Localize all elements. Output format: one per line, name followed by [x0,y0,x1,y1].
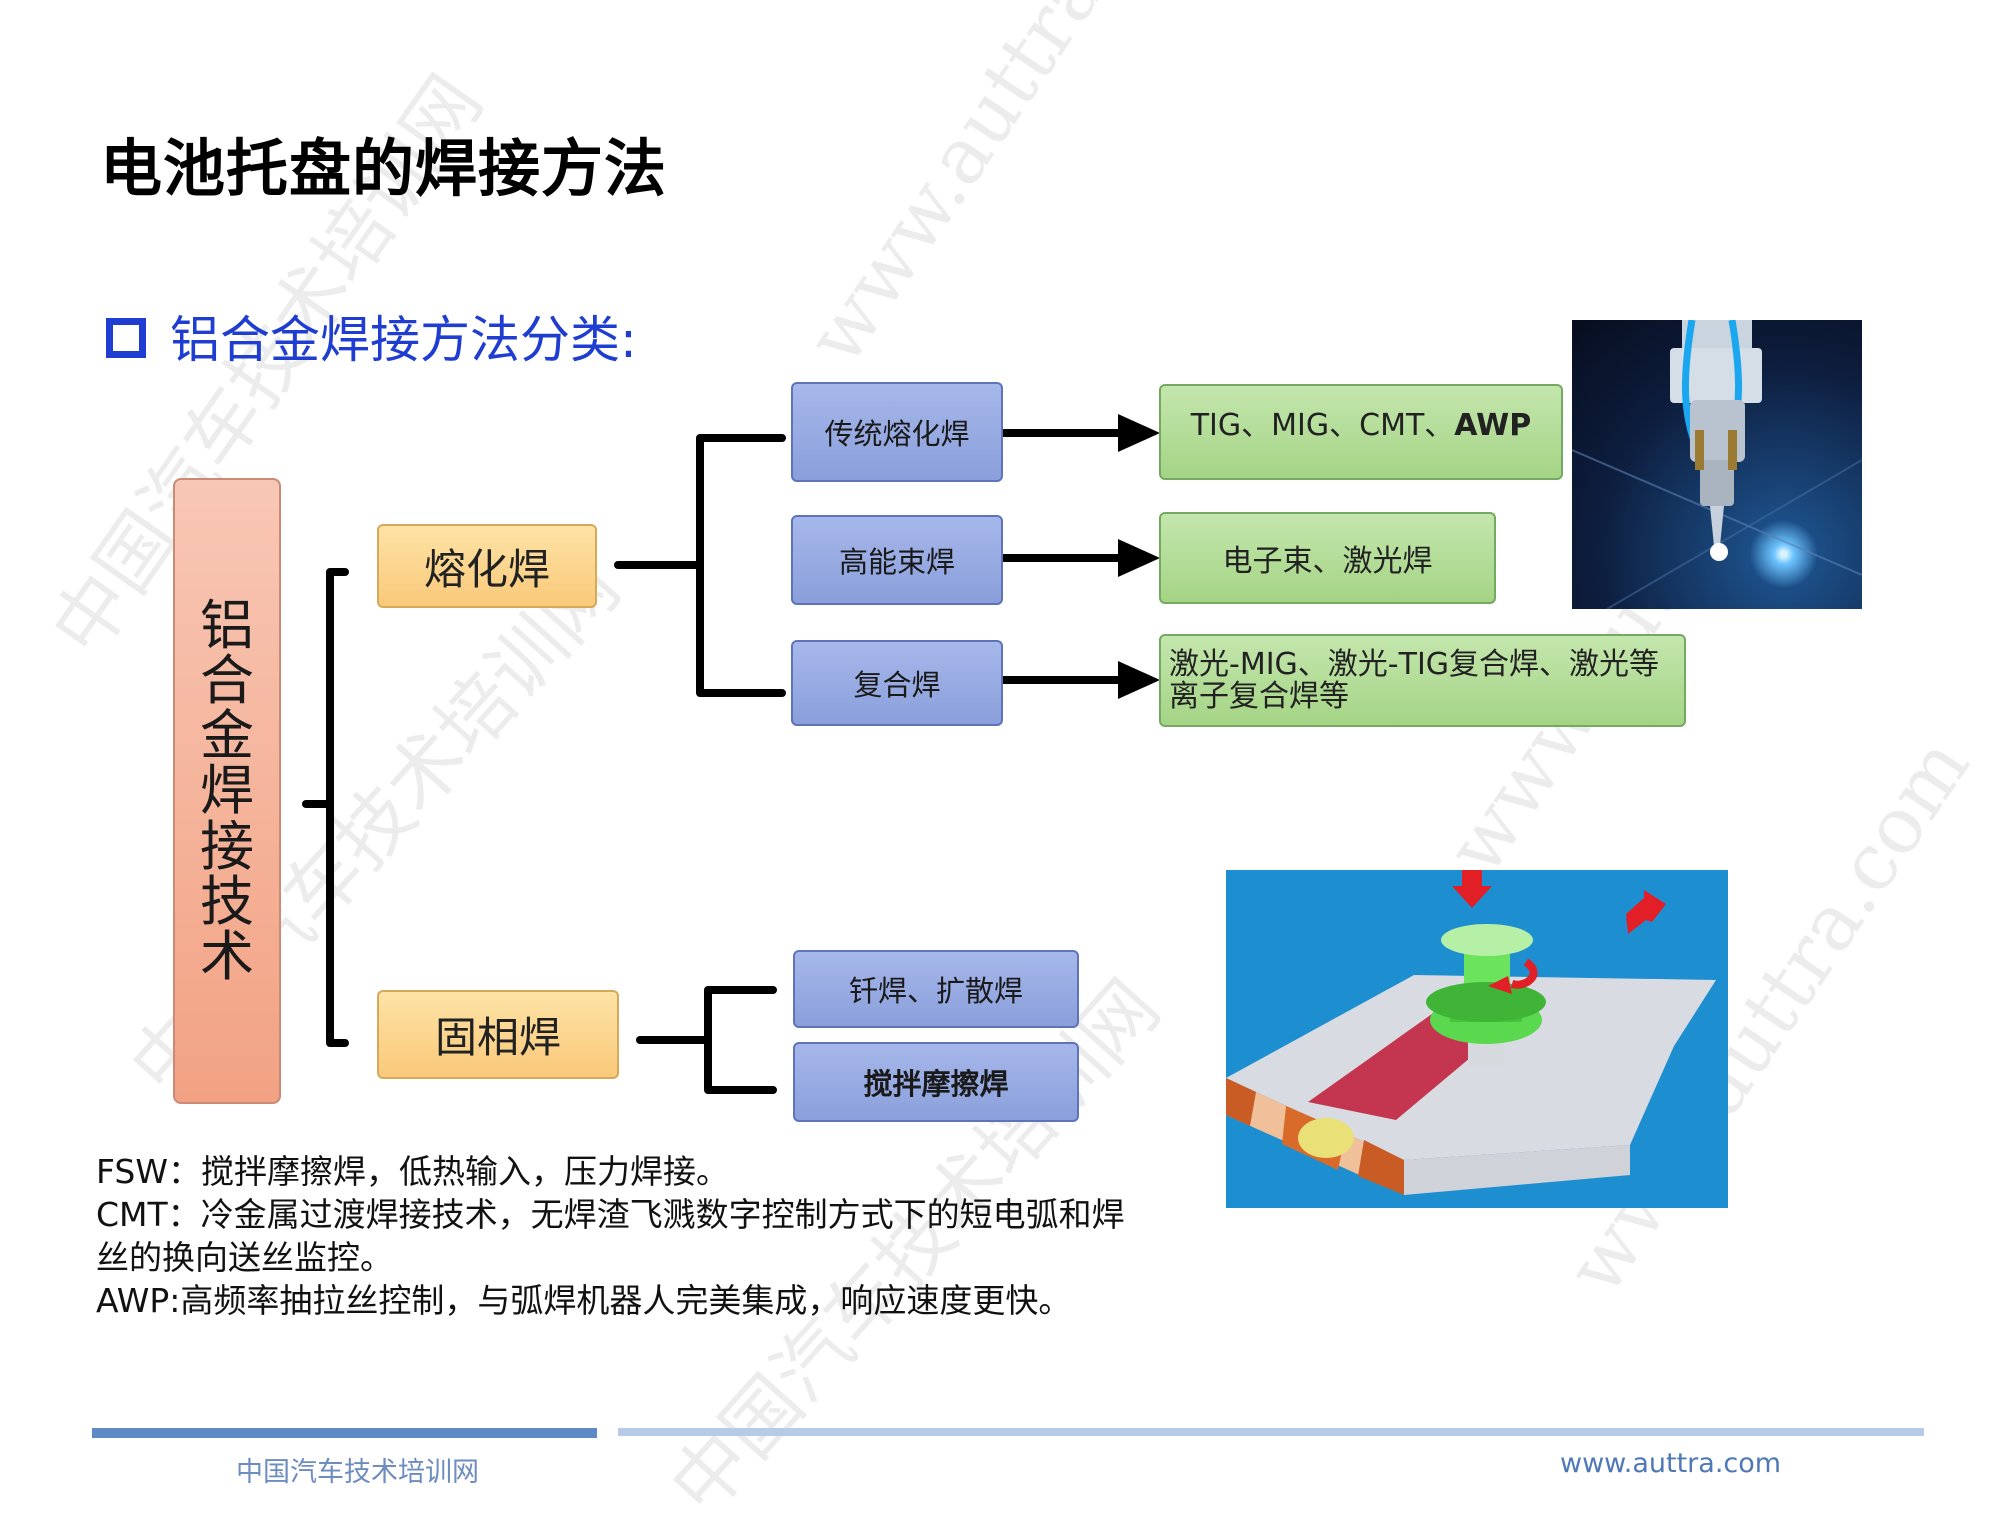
hybrid-result-node: 激光-MIG、激光-TIG复合焊、激光等离子复合焊等 [1159,634,1686,727]
hybrid-welding-label: 复合焊 [853,662,940,704]
hybrid-welding-node: 复合焊 [791,640,1003,726]
solid-state-welding-label: 固相焊 [435,1004,561,1065]
fusion-welding-label: 熔化焊 [424,536,550,597]
friction-stir-label: 搅拌摩擦焊 [863,1061,1008,1103]
traditional-result-awp: AWP [1454,408,1531,443]
brazing-diffusion-label: 钎焊、扩散焊 [849,968,1023,1010]
high-energy-result-node: 电子束、激光焊 [1159,512,1496,604]
arrow-head-1 [1118,414,1160,452]
footer-divider-left [92,1428,597,1438]
footer-url: www.auttra.com [1560,1448,1781,1479]
note-awp: AWP:高频率抽拉丝控制，与弧焊机器人完美集成，响应速度更快。 [96,1279,1136,1322]
root-node: 铝合金焊接技术 [173,478,281,1104]
high-energy-result-text: 电子束、激光焊 [1223,536,1433,580]
traditional-result-plain: TIG、MIG、CMT、 [1191,408,1455,443]
brazing-diffusion-node: 钎焊、扩散焊 [793,950,1079,1028]
friction-stir-node: 搅拌摩擦焊 [793,1042,1079,1122]
traditional-fusion-node: 传统熔化焊 [791,382,1003,482]
traditional-result-text: TIG、MIG、CMT、AWP [1191,400,1532,444]
note-cmt: CMT：冷金属过渡焊接技术，无焊渣飞溅数字控制方式下的短电弧和焊丝的换向送丝监控… [96,1193,1136,1279]
fusion-bracket [700,438,782,693]
solid-bracket [708,990,773,1090]
note-fsw: FSW：搅拌摩擦焊，低热输入，压力焊接。 [96,1150,1136,1193]
welding-torch-photo [1572,320,1862,609]
arrow-head-3 [1118,661,1160,699]
high-energy-beam-node: 高能束焊 [791,515,1003,605]
notes-block: FSW：搅拌摩擦焊，低热输入，压力焊接。 CMT：冷金属过渡焊接技术，无焊渣飞溅… [96,1150,1136,1322]
arrow-head-2 [1118,539,1160,577]
high-energy-beam-label: 高能束焊 [839,539,955,581]
footer-divider-right [618,1428,1924,1436]
solid-state-welding-node: 固相焊 [377,990,619,1079]
root-label: 铝合金焊接技术 [197,598,257,984]
friction-stir-welding-diagram [1226,870,1728,1208]
hybrid-result-text: 激光-MIG、激光-TIG复合焊、激光等离子复合焊等 [1169,649,1676,712]
traditional-result-node: TIG、MIG、CMT、AWP [1159,384,1563,480]
root-bracket [330,572,345,1043]
traditional-fusion-label: 传统熔化焊 [824,411,969,453]
fusion-welding-node: 熔化焊 [377,524,597,608]
footer-site-name: 中国汽车技术培训网 [236,1450,479,1489]
